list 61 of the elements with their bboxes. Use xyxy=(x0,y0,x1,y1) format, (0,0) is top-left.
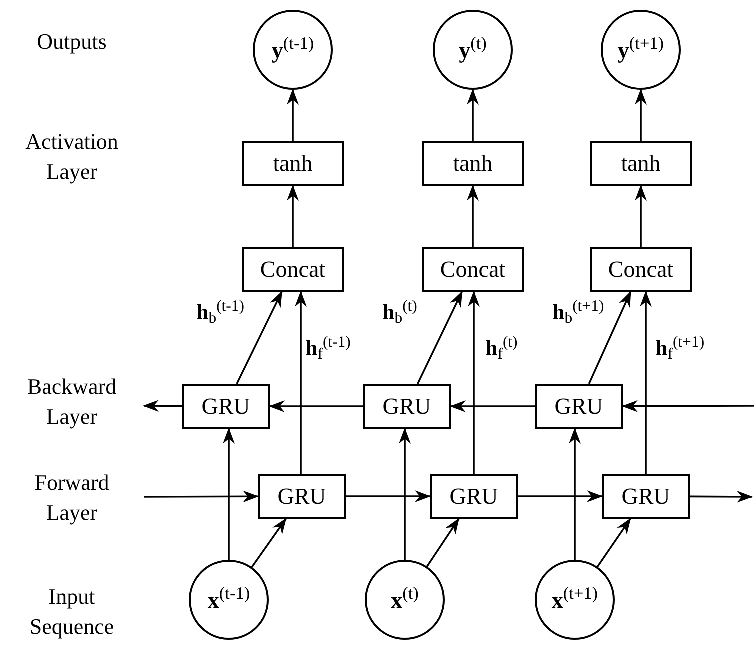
arrow xyxy=(223,428,235,560)
row-label: Activation Layer xyxy=(24,128,120,186)
arrow xyxy=(635,185,647,247)
arrow xyxy=(417,291,463,384)
arrow xyxy=(143,400,182,412)
process-box xyxy=(422,247,524,292)
arrow xyxy=(287,89,299,141)
arrow xyxy=(399,428,411,560)
process-box xyxy=(602,474,690,519)
row-label: Input Sequence xyxy=(28,583,116,641)
arrow xyxy=(251,518,287,568)
row-label: Outputs xyxy=(36,28,108,56)
node-label: Concat xyxy=(440,258,506,281)
node-label: x$^{(t+1)}$ xyxy=(552,588,598,612)
node-label: x$^{(t)}$ xyxy=(391,588,419,612)
node-label: GRU xyxy=(278,485,326,508)
node-label: tanh xyxy=(621,152,661,175)
arrow xyxy=(690,490,753,503)
arrow xyxy=(346,490,431,502)
process-box xyxy=(242,247,344,292)
arrow xyxy=(467,185,479,247)
node-label: Concat xyxy=(260,258,326,281)
arrow xyxy=(588,291,632,384)
arrow xyxy=(622,400,754,412)
process-box xyxy=(363,384,451,429)
process-box xyxy=(590,141,692,186)
node-label: x$^{(t-1)}$ xyxy=(208,588,250,612)
process-box xyxy=(182,384,270,429)
node-label: tanh xyxy=(273,152,313,175)
node-label: GRU xyxy=(382,395,432,418)
arrow xyxy=(596,518,632,568)
process-box xyxy=(430,474,518,519)
node-label: GRU xyxy=(554,395,604,418)
node-label: tanh xyxy=(453,152,493,175)
node-label: y$^{(t)}$ xyxy=(459,38,487,62)
node-label: y$^{(t-1)}$ xyxy=(272,38,314,62)
node-label: y$^{(t+1)}$ xyxy=(618,38,664,62)
row-label: Forward Layer xyxy=(34,469,110,527)
process-box xyxy=(258,474,346,519)
arrow xyxy=(269,400,363,412)
node-label: GRU xyxy=(450,485,498,508)
arrow xyxy=(426,518,460,568)
row-label: Backward Layer xyxy=(26,373,118,431)
process-box xyxy=(535,384,623,429)
arrow xyxy=(635,89,647,141)
arrow xyxy=(640,291,652,474)
arrow xyxy=(295,291,307,474)
arrow xyxy=(467,89,479,141)
arrow xyxy=(569,428,581,560)
process-box xyxy=(242,141,344,186)
process-box xyxy=(422,141,524,186)
node-label: GRU xyxy=(202,395,250,418)
arrow xyxy=(144,490,259,503)
arrow xyxy=(450,400,535,412)
node-label: GRU xyxy=(622,485,670,508)
arrow xyxy=(518,490,603,502)
arrow xyxy=(236,291,283,384)
node-label: Concat xyxy=(608,258,674,281)
process-box xyxy=(590,247,692,292)
arrow xyxy=(287,185,299,247)
arrow xyxy=(468,291,480,474)
